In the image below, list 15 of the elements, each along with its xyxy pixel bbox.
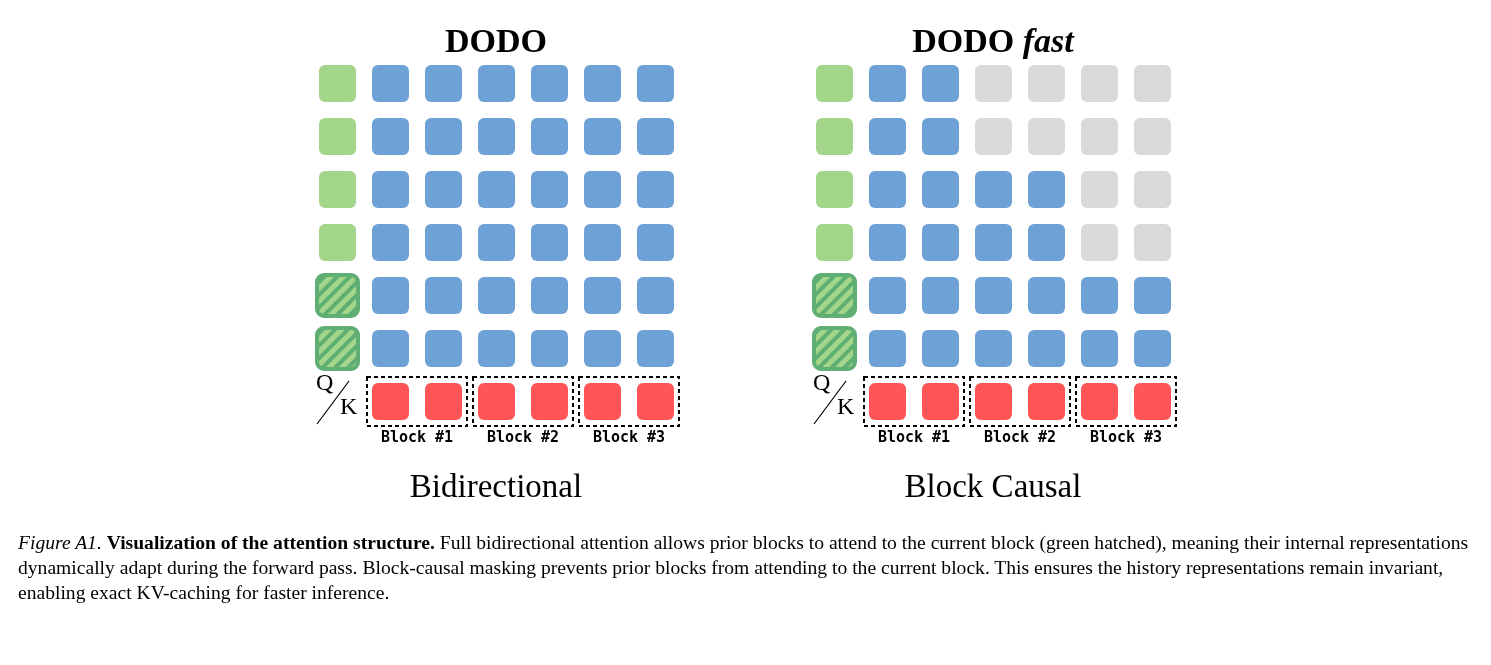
block-label: Block #3 — [592, 428, 666, 446]
panel-subtitle: Block Causal — [904, 468, 1082, 505]
block-label: Block #2 — [983, 428, 1057, 446]
block-label: Block #1 — [877, 428, 951, 446]
key-label: K — [837, 393, 855, 420]
query-label: Q — [813, 369, 831, 396]
block-label: Block #1 — [380, 428, 454, 446]
query-label: Q — [316, 369, 334, 396]
figure-caption: Figure A1. Visualization of the attention structure. Full bidirectional attention allows prior blocks to attend to the current block (green hatched), meaning their internal representations dynamically adapt during the forward pass. Block-causal masking prevents prior blocks from attending to the current block. This ensures the history representations remain invariant, enabling exact KV-caching for faster inference. — [18, 531, 1470, 605]
panel-subtitle: Bidirectional — [409, 468, 583, 505]
panel-title: DODO fast — [912, 22, 1074, 60]
block-label: Block #3 — [1089, 428, 1163, 446]
key-label: K — [340, 393, 358, 420]
block-label: Block #2 — [486, 428, 560, 446]
panel-title: DODO — [445, 22, 547, 60]
